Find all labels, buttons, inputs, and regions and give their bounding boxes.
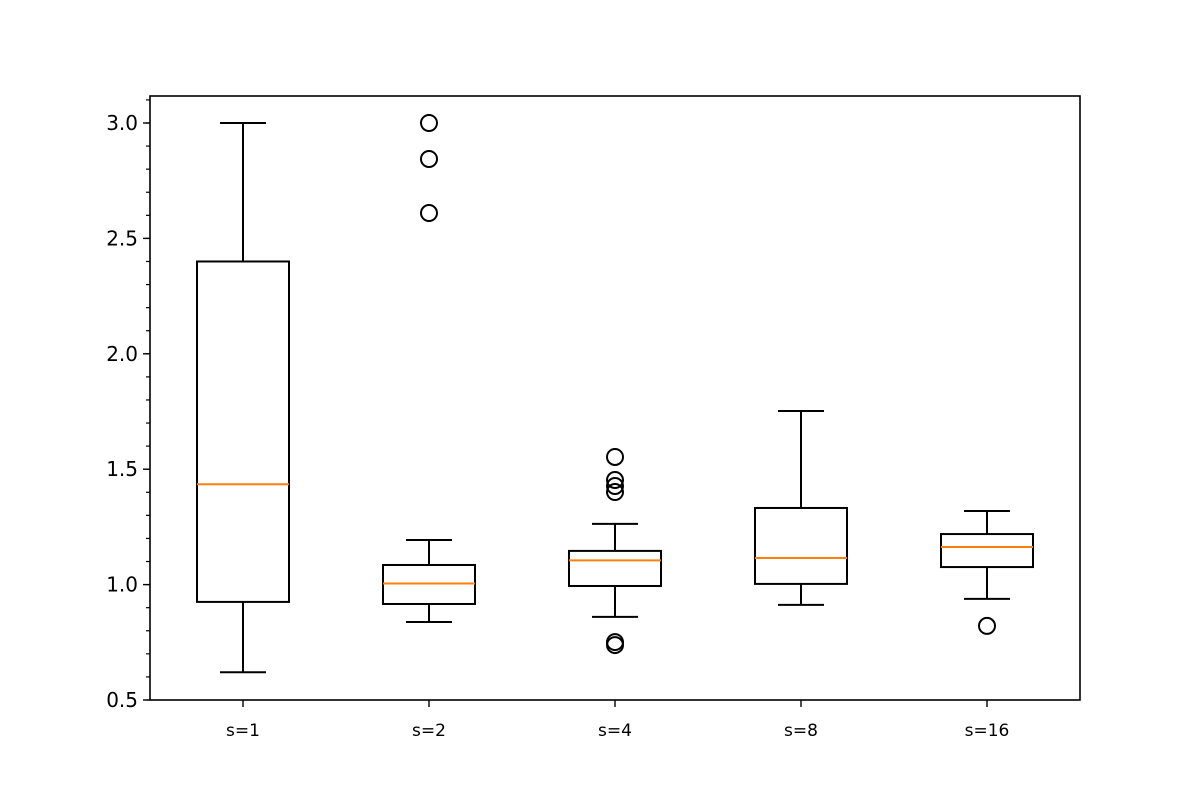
- y-tick-label: 3.0: [106, 111, 138, 135]
- box-s-1: s=1: [196, 122, 290, 741]
- outlier-point: [606, 483, 624, 502]
- y-tick-label: 0.5: [106, 688, 138, 712]
- outlier-point: [606, 471, 624, 490]
- x-tick-label: s=1: [226, 721, 260, 741]
- outlier-point: [606, 447, 624, 466]
- x-tick-label: s=16: [965, 721, 1010, 741]
- x-tick-label: s=8: [784, 721, 818, 741]
- iqr-box: [568, 549, 662, 587]
- axes-frame: [149, 95, 1081, 701]
- y-tick-label: 1.0: [106, 573, 138, 597]
- y-tick-label: 2.5: [106, 226, 138, 250]
- box-s-16: s=16: [940, 509, 1034, 741]
- box-s-8: s=8: [754, 410, 848, 741]
- iqr-box: [940, 533, 1034, 569]
- outlier-point: [606, 636, 624, 655]
- iqr-box: [382, 563, 476, 605]
- outlier-point: [420, 204, 438, 223]
- x-tick-label: s=2: [412, 721, 446, 741]
- x-tick-label: s=4: [598, 721, 632, 741]
- outlier-point: [420, 150, 438, 169]
- y-tick-label: 1.5: [106, 457, 138, 481]
- iqr-box: [196, 260, 290, 603]
- outlier-point: [420, 114, 438, 133]
- iqr-box: [754, 506, 848, 585]
- y-tick-label: 2.0: [106, 342, 138, 366]
- box-s-2: s=2: [382, 114, 476, 741]
- box-s-4: s=4: [568, 447, 662, 741]
- outlier-point: [606, 477, 624, 496]
- outlier-point: [978, 616, 996, 635]
